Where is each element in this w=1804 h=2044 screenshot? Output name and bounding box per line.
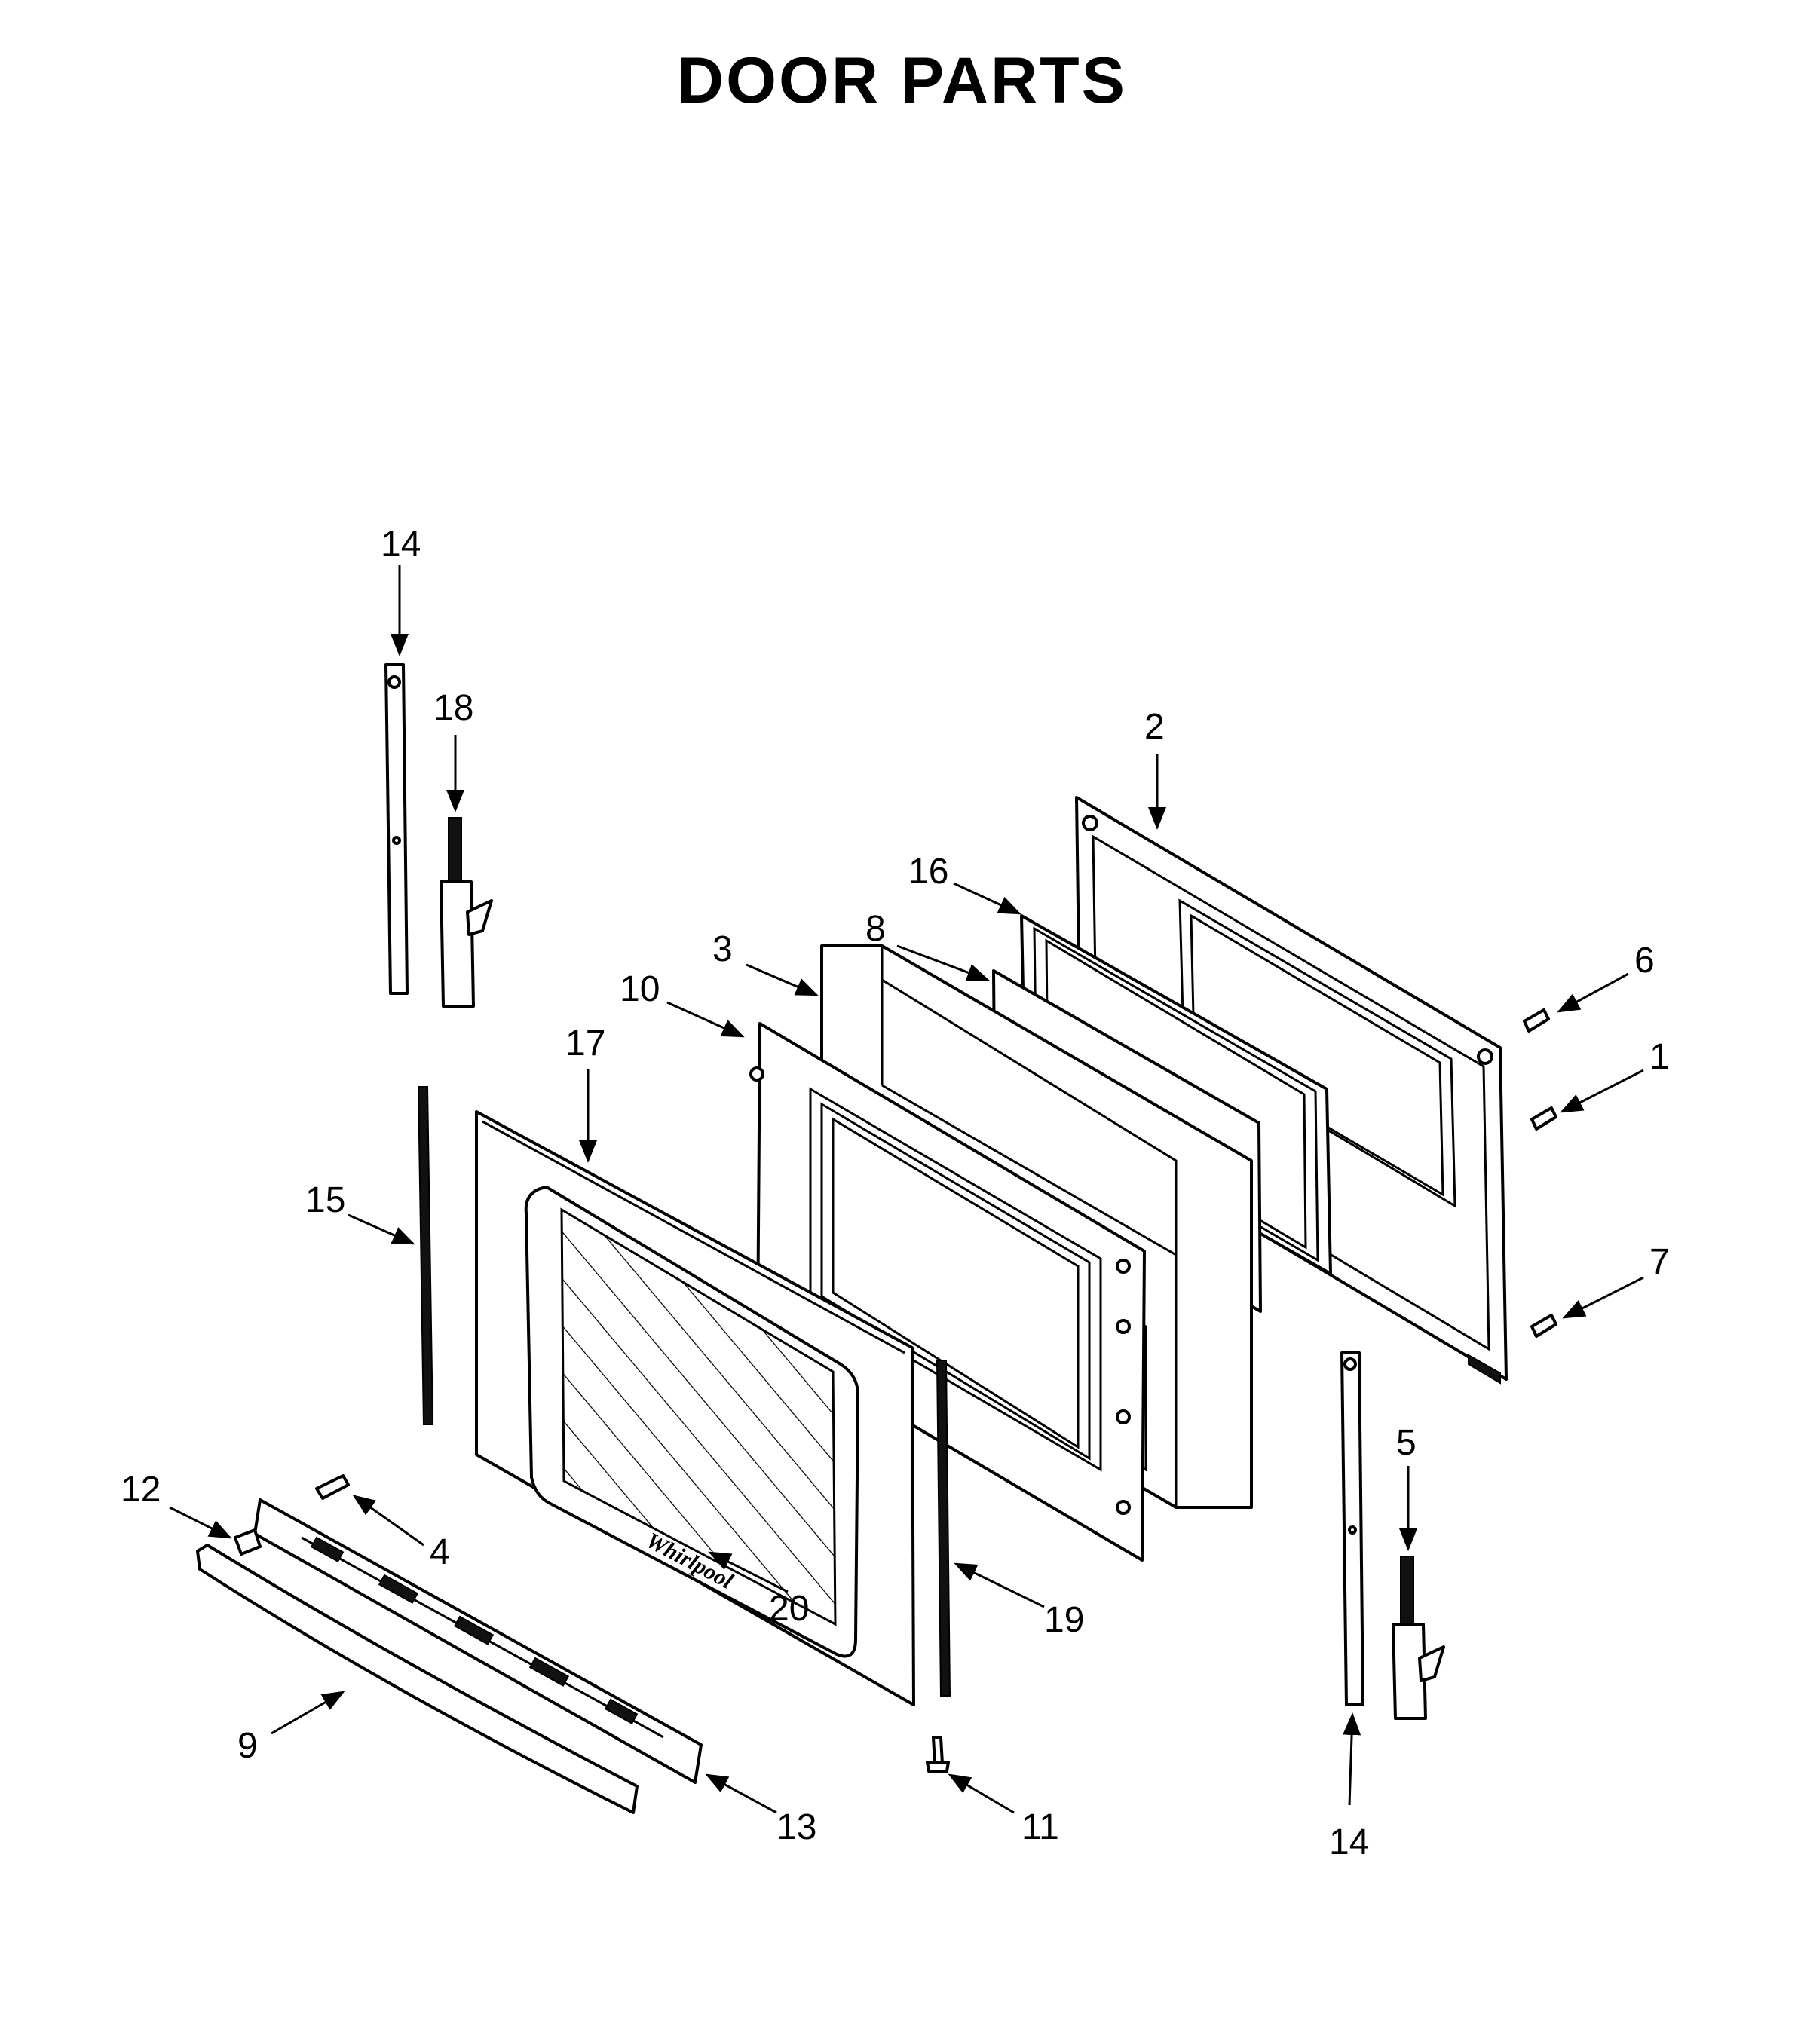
callout-17: 17 [565,1024,605,1063]
callout-5: 5 [1396,1423,1417,1463]
part-6-screw [1523,1008,1550,1033]
callout-11: 11 [1021,1807,1059,1847]
part-18-hinge [440,817,493,1008]
callout-12: 12 [121,1470,161,1510]
callout-19: 19 [1044,1600,1084,1640]
part-7-screw [1530,1314,1557,1338]
callout-14-bottom: 14 [1329,1822,1369,1862]
callout-15: 15 [305,1180,345,1220]
callout-1: 1 [1649,1037,1670,1077]
part-4-screw [315,1474,350,1500]
callout-2: 2 [1144,707,1165,747]
callout-13: 13 [776,1807,816,1847]
callout-20: 20 [769,1589,809,1629]
part-11-screw [926,1736,950,1773]
callout-4: 4 [430,1532,450,1572]
callout-3: 3 [712,929,733,969]
callout-9: 9 [237,1726,258,1766]
part-5-hinge [1392,1556,1445,1720]
callout-8: 8 [865,909,886,949]
part-9-handle [196,1544,639,1814]
part-12-clip [234,1528,262,1556]
part-1-screw [1530,1106,1557,1131]
part-13-vent-trim [253,1498,703,1784]
callout-16: 16 [908,852,948,892]
page-title: DOOR PARTS [677,44,1127,117]
callout-6: 6 [1634,941,1655,981]
part-14-top-hinge-receiver [384,663,409,995]
part-17-outer-door-panel: Whirlpool [475,1110,915,1706]
callout-7: 7 [1649,1242,1670,1282]
callout-14-top: 14 [381,525,421,565]
callout-10: 10 [620,969,660,1009]
leader-lines [169,565,1644,1814]
part-15-left-side-trim [417,1086,434,1425]
part-10-door-frame [749,1022,1146,1562]
part-19-right-side-trim [936,1360,951,1697]
callout-labels: 14 18 2 16 3 8 10 6 17 1 15 7 5 12 4 20 … [121,525,1670,1862]
callout-18: 18 [433,688,473,728]
part-14-bottom-hinge-receiver [1340,1351,1364,1706]
